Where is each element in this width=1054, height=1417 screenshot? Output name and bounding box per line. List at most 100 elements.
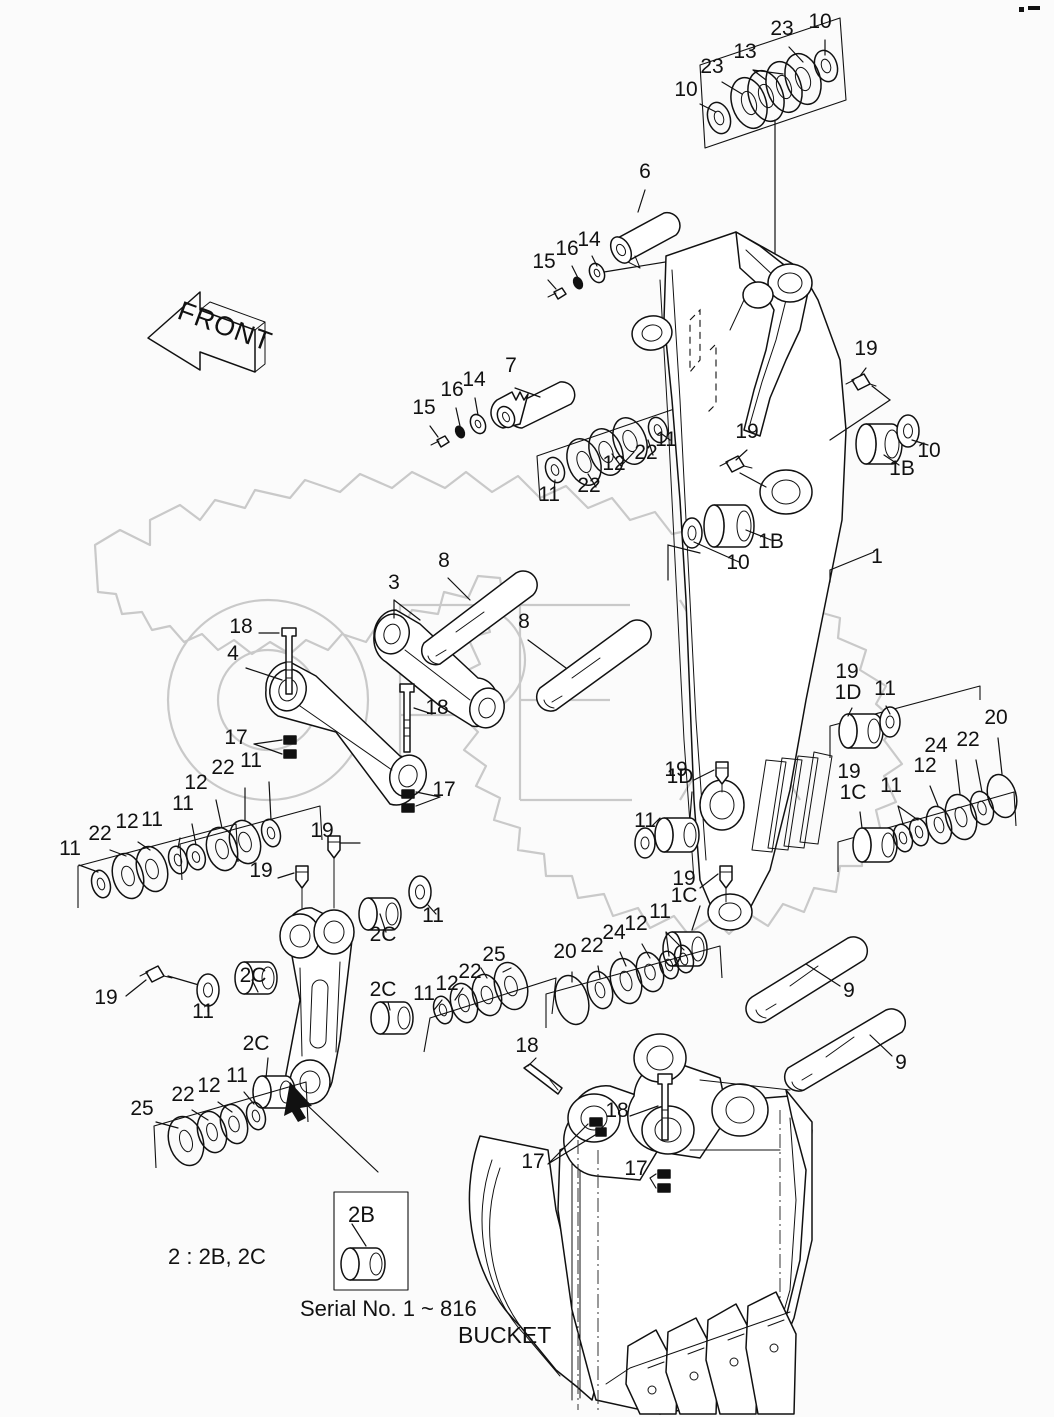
callout-label: 17 — [624, 1157, 647, 1180]
callout-label: 2C — [240, 964, 267, 987]
callout-label: 14 — [462, 368, 486, 391]
callout-label: 12 — [197, 1074, 220, 1097]
callout-label: 12 — [913, 754, 936, 777]
grease-fitting — [845, 373, 877, 391]
callout-label: 18 — [229, 615, 252, 638]
callout-label: 19 — [94, 986, 117, 1009]
callout-label: 11 — [192, 1000, 214, 1023]
callout-label: 10 — [917, 439, 940, 462]
callout-label: 2C — [243, 1032, 270, 1055]
serial-note: Serial No. 1 ~ 816 — [300, 1296, 477, 1321]
inset-box-label: 2B — [348, 1202, 375, 1227]
callout-label: 20 — [984, 706, 1007, 729]
callout-label: 22 — [577, 474, 600, 497]
callout-label: 17 — [521, 1150, 544, 1173]
pin-9-lower — [783, 1008, 907, 1092]
grease-fitting — [719, 865, 733, 903]
callout-label: 24 — [602, 921, 626, 944]
callout-label: 11 — [880, 774, 902, 797]
callout-label: 9 — [843, 979, 855, 1002]
callout-label: 19 — [854, 337, 877, 360]
shim-group-mid-bottom — [545, 931, 723, 1028]
callout-label: 1B — [758, 530, 784, 553]
pin-8-upper — [420, 570, 538, 666]
callout-label: 19 — [672, 867, 695, 890]
callout-label: 20 — [553, 940, 576, 963]
callout-labels: 23 10 13 23 10 6 14 16 15 19 7 14 16 15 … — [59, 10, 1008, 1180]
callout-label: 8 — [438, 549, 450, 572]
callout-label: 10 — [808, 10, 831, 33]
callout-label: 19 — [249, 859, 272, 882]
callout-label: 25 — [130, 1097, 153, 1120]
pin-8-lower — [527, 619, 652, 712]
callout-label: 23 — [700, 55, 723, 78]
callout-label: 3 — [388, 571, 400, 594]
bolt-18-bucket-right — [629, 1073, 673, 1193]
callout-label: 22 — [211, 756, 234, 779]
callout-label: 16 — [440, 378, 463, 401]
callout-label: 22 — [88, 822, 111, 845]
callout-label: 12 — [602, 452, 625, 475]
bolt-18-bucket-left — [523, 1057, 607, 1165]
shim-group-bottom-left — [153, 1081, 379, 1173]
callout-label: 11 — [649, 900, 671, 923]
callout-label: 11 — [172, 792, 194, 815]
callout-label: 19 — [735, 420, 758, 443]
callout-label: 1D — [667, 765, 694, 788]
variants-note: 2 : 2B, 2C — [168, 1244, 266, 1269]
callout-label: 17 — [432, 778, 455, 801]
callout-label: 13 — [733, 40, 756, 63]
corner-mark — [1019, 6, 1040, 12]
callout-label: 11 — [240, 749, 262, 772]
callout-label: 22 — [458, 960, 481, 983]
callout-label: 19 — [837, 760, 860, 783]
shim-group-left-lower — [77, 823, 239, 908]
callout-label: 8 — [518, 610, 530, 633]
shim-group-2c-right — [423, 961, 557, 1053]
callout-label: 17 — [224, 726, 247, 749]
callout-label: 22 — [956, 728, 979, 751]
callout-label: 25 — [482, 943, 505, 966]
callout-label: 18 — [605, 1099, 628, 1122]
callout-label: 11 — [538, 483, 560, 506]
callout-label: 1C — [840, 781, 867, 804]
callout-label: 4 — [227, 642, 239, 665]
callout-label: 11 — [226, 1064, 248, 1087]
grease-fitting — [719, 455, 753, 473]
callout-label: 1 — [871, 545, 883, 568]
shim-group-right-1c — [837, 737, 1018, 872]
callout-label: 2C — [370, 978, 397, 1001]
callout-label: 19 — [664, 758, 687, 781]
shim-group-left-upper — [179, 781, 323, 881]
callout-label: 18 — [515, 1034, 538, 1057]
callout-label: 11 — [413, 982, 435, 1005]
callout-label: 11 — [422, 904, 444, 927]
pin-7-assembly — [429, 381, 688, 501]
callout-label: 18 — [425, 696, 448, 719]
callout-label: 11 — [59, 837, 81, 860]
callout-label: 15 — [532, 250, 555, 273]
link-4 — [245, 661, 427, 806]
callout-label: 19 — [310, 819, 333, 842]
callout-label: 11 — [874, 677, 896, 700]
callout-label: 2C — [370, 923, 397, 946]
callout-label: 1B — [889, 457, 915, 480]
inset-box-2b — [333, 1191, 409, 1291]
callout-label: 15 — [412, 396, 435, 419]
pin-6-assembly — [547, 189, 691, 300]
bolt-18-left — [253, 627, 297, 759]
callout-label: 12 — [624, 912, 647, 935]
callout-label: 10 — [674, 78, 697, 101]
callout-label: 12 — [435, 972, 458, 995]
grease-fitting — [139, 965, 173, 983]
callout-label: 14 — [577, 228, 601, 251]
callout-label: 11 — [634, 809, 656, 832]
front-direction-marker: FRONT — [147, 291, 276, 373]
shim-group-right-1d — [829, 685, 981, 758]
grease-fitting — [327, 835, 341, 909]
bolt-18-right — [399, 683, 441, 813]
grease-fitting — [295, 865, 309, 909]
bucket-assembly — [468, 1033, 813, 1415]
callout-label: 22 — [171, 1083, 194, 1106]
